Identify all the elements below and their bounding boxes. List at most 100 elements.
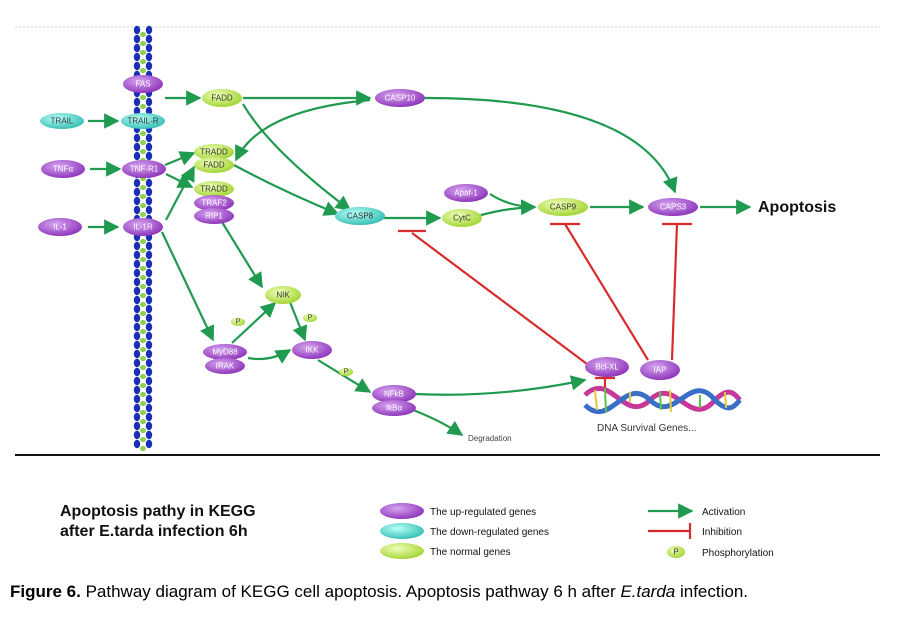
kegg-apoptosis-pathway-diagram: P P P FAS TRAIL-R TRAIL TNF-R1 TNFα IL-1… [15,25,880,559]
membrane-lipid-head [145,358,153,368]
membrane-lipid-head [133,412,141,422]
svg-text:CASP8: CASP8 [347,212,374,221]
legend-p-swatch [667,546,685,558]
membrane-lipid-head [145,421,153,431]
node-tnfa: TNFα [41,160,85,178]
caption-text: Pathway diagram of KEGG cell apoptosis. … [80,582,621,601]
figure-label: Figure 6. [10,582,81,601]
svg-text:NFkB: NFkB [384,390,404,399]
gene-nodes: FAS TRAIL-R TRAIL TNF-R1 TNFα IL-1R IL-1… [38,75,698,416]
membrane-lipid-head [145,322,153,332]
membrane-lipid-head [145,133,153,143]
node-il1: IL-1 [38,218,82,236]
svg-text:FADD: FADD [211,94,233,103]
membrane-lipid-tail [140,319,146,326]
membrane-lipid-head [133,430,141,440]
membrane-lipid-tail [140,391,146,398]
caption-species: E.tarda [620,582,676,601]
node-casp10: CASP10 [375,89,425,107]
node-irak: IRAK [205,358,245,374]
membrane-lipid-head [133,241,141,251]
svg-text:IAP: IAP [654,366,667,375]
inhibit-iap-caps3 [670,223,679,361]
membrane-lipid-tail [140,283,146,290]
membrane-lipid-head [145,34,153,44]
membrane-lipid-tail [140,409,146,416]
legend-p-letter: P [673,548,678,557]
arrow-il1r-tradd [165,165,195,221]
membrane-lipid-head [145,250,153,260]
membrane-lipid-tail [140,130,146,137]
membrane-lipid-tail [140,265,146,272]
membrane-lipid-head [145,367,153,377]
membrane-lipid-head [133,133,141,143]
membrane-lipid-tail [140,373,146,380]
membrane-lipid-tail [140,31,146,38]
membrane-lipid-head [145,268,153,278]
arrow-il1r-myd88 [161,231,215,342]
membrane-lipid-head [133,187,141,197]
arrow-cytc-casp9 [477,199,537,218]
node-il1r: IL-1R [123,218,163,236]
svg-text:P: P [344,369,349,376]
membrane-lipid-tail [140,184,146,191]
svg-text:FADD: FADD [203,161,225,170]
arrow-casp10-caps3 [424,96,678,194]
dna-helix-icon [583,385,742,415]
membrane-lipid-head [133,250,141,260]
membrane-lipid-head [133,97,141,107]
node-traf2: TRAF2 [194,195,234,211]
node-apaf1: Apaf-1 [444,184,488,202]
svg-text:MyD88: MyD88 [212,348,238,357]
degradation-label: Degradation [468,434,512,443]
inhibit-bclxl-casp8 [411,232,596,371]
arrow-nik-ikk [288,301,308,342]
arrow-myd88-nik [231,301,277,344]
legend-inhibition-label: Inhibition [702,527,742,538]
node-tradd: TRADD [194,144,234,160]
svg-text:CAPS3: CAPS3 [660,203,687,212]
membrane-lipid-tail [140,40,146,47]
membrane-lipid-head [145,142,153,152]
membrane-lipid-tail [140,49,146,56]
membrane-lipid-head [145,385,153,395]
node-tradd2: TRADD [194,181,234,197]
legend: Apoptosis pathy in KEGG after E.tarda in… [60,503,774,559]
membrane-lipid-tail [140,355,146,362]
dna-survival-genes-label: DNA Survival Genes... [597,423,696,434]
inhibition-lines [398,222,692,392]
node-iap: IAP [640,360,680,380]
membrane-lipid-tail [140,256,146,263]
membrane-lipid-head [133,178,141,188]
legend-down-swatch [380,523,424,539]
node-casp8: CASP8 [335,207,385,225]
node-myd88: MyD88 [203,344,247,360]
membrane-lipid-head [145,412,153,422]
figure-caption: Figure 6. Pathway diagram of KEGG cell a… [10,582,890,602]
membrane-lipid-head [145,304,153,314]
membrane-lipid-head [145,151,153,161]
membrane-lipid-tail [140,328,146,335]
legend-normal-label: The normal genes [430,547,511,558]
svg-text:P: P [236,319,241,326]
node-fadd: FADD [202,89,242,107]
membrane-lipid-tail [140,427,146,434]
membrane-lipid-head [133,268,141,278]
membrane-lipid-tail [140,94,146,101]
membrane-lipid-head [145,241,153,251]
arrow-fadd2-casp8 [233,164,340,216]
membrane-lipid-head [145,178,153,188]
membrane-lipid-head [133,25,141,35]
membrane-lipid-head [145,25,153,35]
svg-text:TRAIL: TRAIL [51,117,74,126]
legend-up-label: The up-regulated genes [430,507,536,518]
membrane-lipid-head [145,295,153,305]
arrow-tnfr1-tradd2 [165,173,194,188]
svg-text:Bcl-XL: Bcl-XL [595,363,619,372]
membrane-lipid-head [133,259,141,269]
legend-title-line1: Apoptosis pathy in KEGG [60,503,256,520]
membrane-lipid-tail [140,211,146,218]
membrane-lipid-head [133,196,141,206]
membrane-lipid-head [145,331,153,341]
membrane-lipid-head [133,331,141,341]
